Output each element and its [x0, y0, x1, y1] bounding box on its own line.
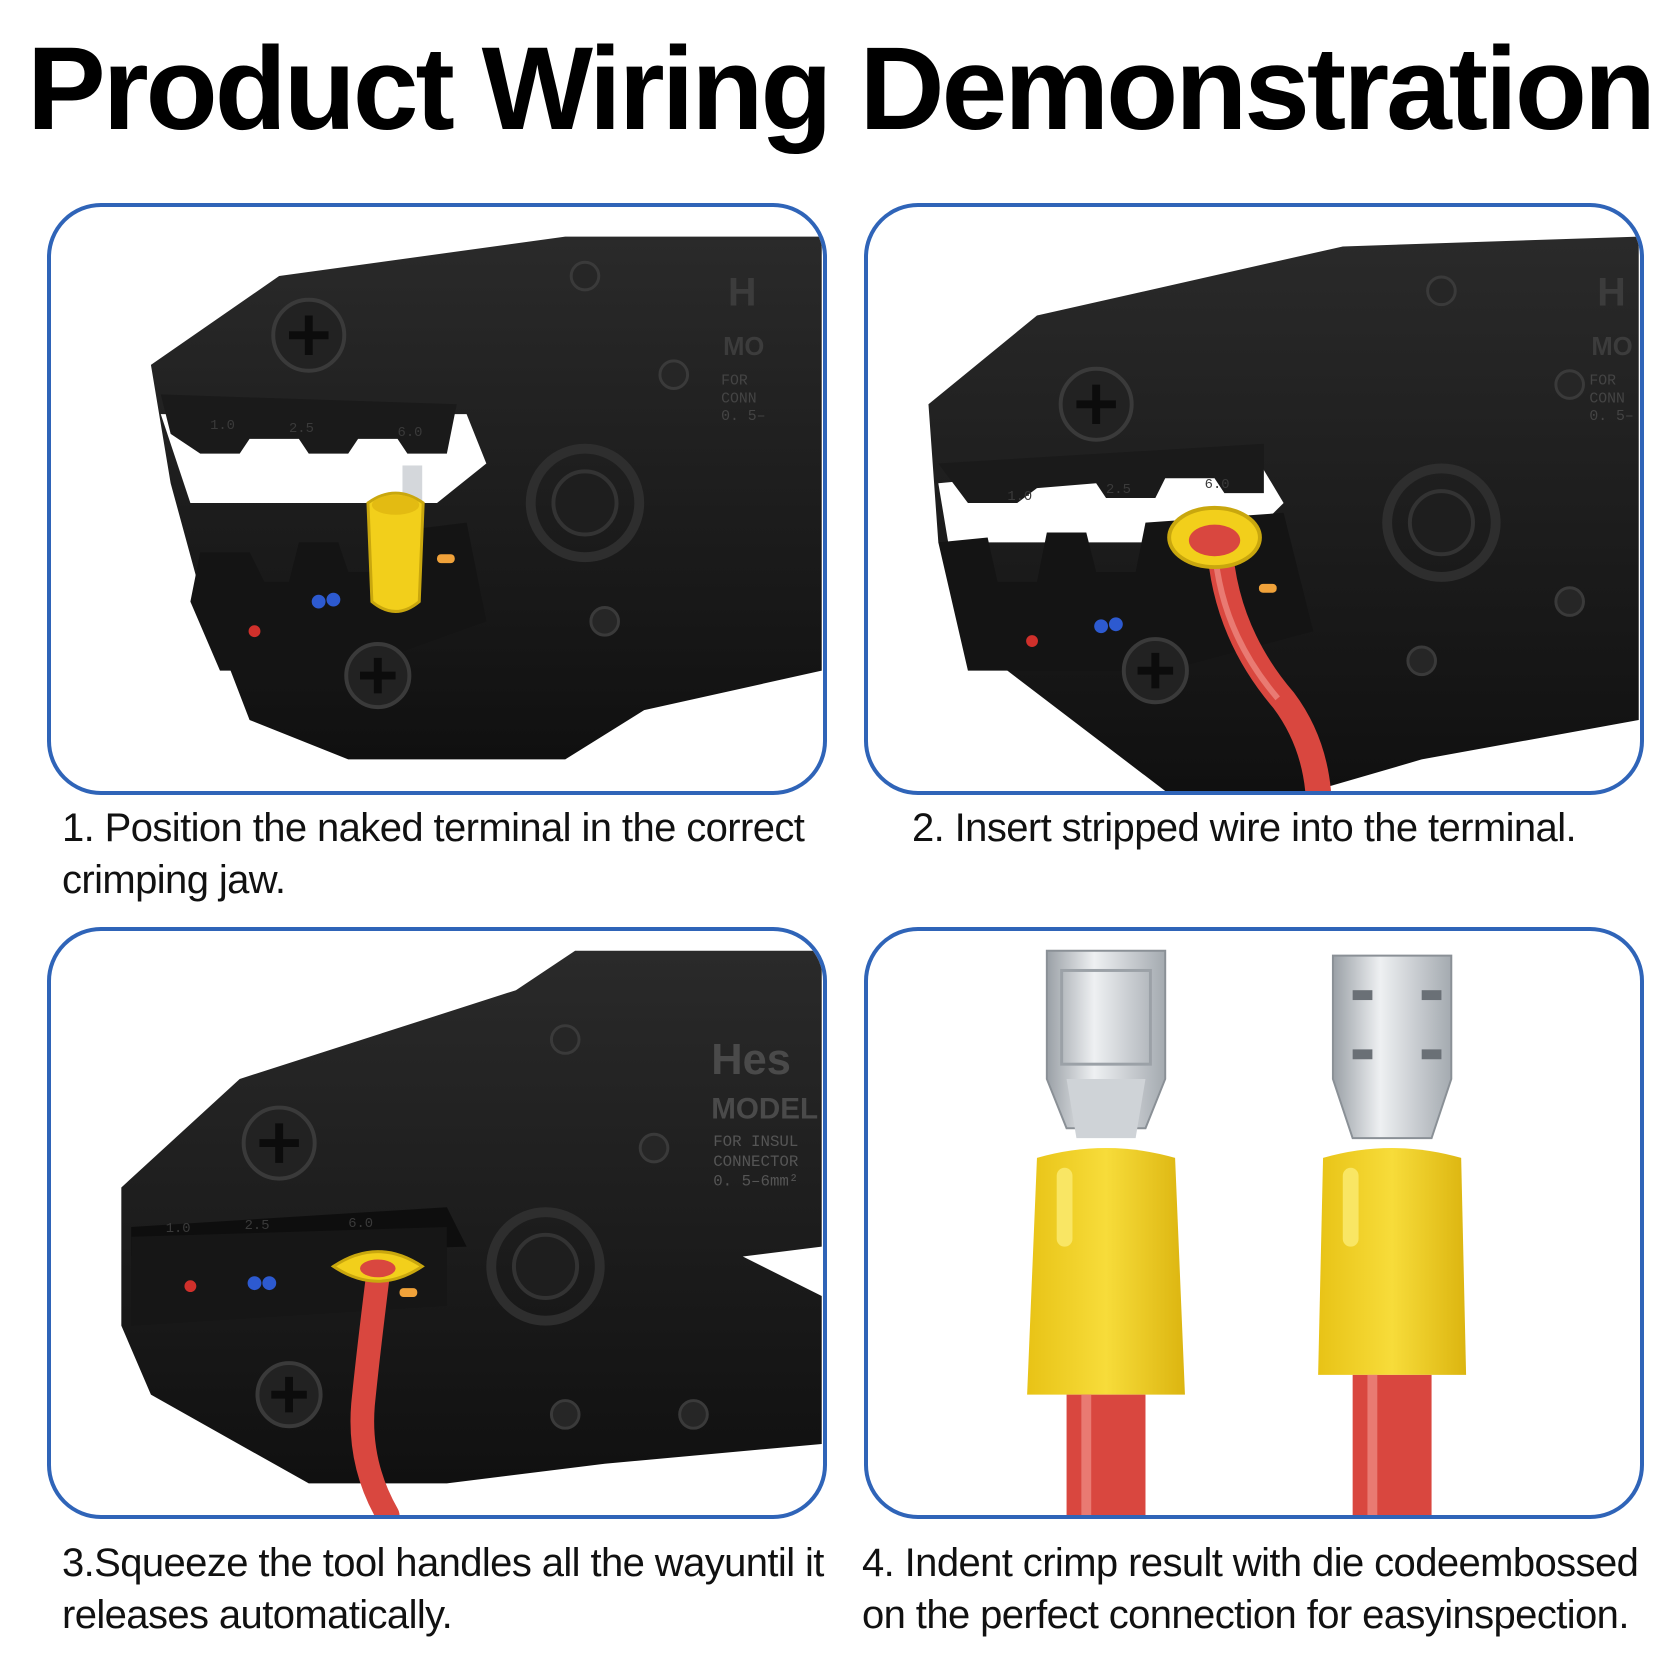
tool-label-line3: 0. 5–6mm² — [713, 1173, 798, 1191]
tool-label-line2: CONNECTOR — [713, 1153, 799, 1171]
tool-label-line3: 0. 5– — [1589, 409, 1633, 425]
upper-die — [938, 443, 1264, 503]
tool-label-line1: FOR — [721, 374, 748, 390]
pivot — [525, 443, 645, 563]
jaw-label: 6.0 — [398, 426, 423, 441]
step-1-caption: 1. Position the naked terminal in the co… — [62, 806, 805, 902]
tool-label-line2: CONN — [721, 391, 756, 407]
jaw-label: 2.5 — [245, 1219, 270, 1234]
step-4-caption: 4. Indent crimp result with die codeembo… — [862, 1541, 1639, 1637]
tool-label-line1: FOR — [1589, 374, 1616, 390]
crimping-tool-icon: H MO FOR CONN 0. 5– 1.0 2.5 6.0 — [928, 236, 1639, 791]
brand-text: H — [1597, 271, 1625, 315]
page-title: Product Wiring Demonstration — [27, 23, 1656, 155]
upper-die — [160, 394, 457, 454]
model-text: MO — [723, 333, 764, 361]
step-3-image: Hes MODEL FOR INSUL CONNECTOR 0. 5–6mm² … — [47, 927, 827, 1519]
female-spade-connector-icon — [1318, 954, 1467, 1515]
brand-text: H — [728, 271, 756, 315]
female-spade-connector-icon — [1027, 949, 1185, 1515]
red-wire-icon — [350, 1264, 400, 1515]
insulated-terminal-icon — [330, 1250, 425, 1283]
insulated-terminal-icon — [366, 465, 425, 613]
jaw-label: 2.5 — [1106, 483, 1131, 498]
jaw-label: 1.0 — [166, 1222, 191, 1237]
jaw-label: 1.0 — [1007, 490, 1032, 505]
model-text: MO — [1591, 333, 1632, 361]
brand-text: Hes — [711, 1036, 791, 1084]
step-2-image: H MO FOR CONN 0. 5– 1.0 2.5 6.0 — [864, 203, 1644, 795]
step-4-image — [864, 927, 1644, 1519]
jaw-label: 6.0 — [348, 1217, 373, 1232]
crimping-tool-icon: Hes MODEL FOR INSUL CONNECTOR 0. 5–6mm² … — [121, 950, 822, 1515]
insulated-terminal-icon — [1167, 505, 1262, 570]
crimping-tool-icon: H MO FOR CONN 0. 5– 1.0 2.5 6.0 — [150, 236, 822, 760]
tool-label-line2: CONN — [1589, 391, 1624, 407]
crimped-connectors — [1027, 949, 1467, 1515]
step-3-caption: 3.Squeeze the tool handles all the wayun… — [62, 1541, 824, 1637]
tool-body — [121, 950, 822, 1484]
jaw-label: 1.0 — [210, 419, 235, 434]
step-1-image: H MO FOR CONN 0. 5– 1.0 2.5 6.0 — [47, 203, 827, 795]
tool-label-line1: FOR INSUL — [713, 1133, 798, 1151]
step-2-caption: 2. Insert stripped wire into the termina… — [912, 806, 1577, 850]
jaw-label: 2.5 — [289, 422, 314, 437]
jaw-label: 6.0 — [1205, 478, 1230, 493]
tool-label-line3: 0. 5– — [721, 409, 765, 425]
red-wire-icon — [1206, 529, 1331, 791]
model-text: MODEL — [711, 1092, 818, 1125]
